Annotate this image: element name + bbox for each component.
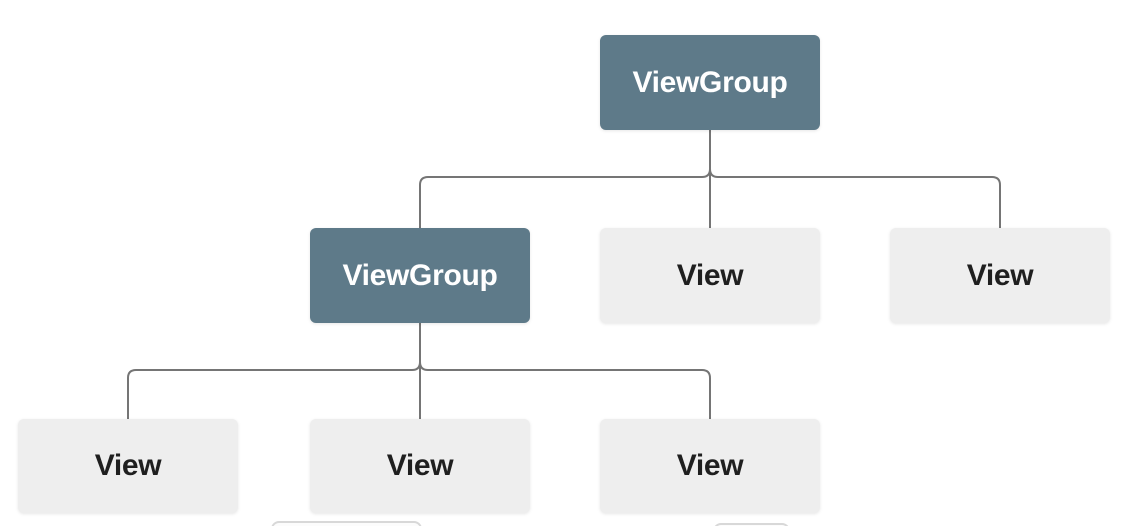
partial-node-cutoff-1 [271, 521, 422, 526]
edge-root-to-right-view [709, 168, 1001, 228]
node-leaf-view-2-label: View [386, 449, 454, 482]
node-child-viewgroup: ViewGroup [310, 228, 530, 323]
edge-childgroup-to-right-leaf [419, 361, 711, 419]
node-root-viewgroup-label: ViewGroup [632, 65, 788, 99]
node-child-view-1-label: View [676, 258, 744, 292]
node-child-view-2: View [890, 228, 1110, 323]
node-child-view-1: View [600, 228, 820, 323]
node-leaf-view-1-label: View [94, 449, 162, 482]
node-leaf-view-3: View [600, 419, 820, 513]
edge-childgroup-to-left-leaf [127, 361, 421, 419]
node-root-viewgroup: ViewGroup [600, 35, 820, 130]
node-leaf-view-1: View [18, 419, 238, 513]
node-leaf-view-2: View [310, 419, 530, 513]
node-child-viewgroup-label: ViewGroup [342, 258, 498, 292]
node-leaf-view-3-label: View [676, 449, 744, 482]
node-child-view-2-label: View [966, 258, 1034, 292]
edge-root-to-child-viewgroup [419, 168, 711, 228]
